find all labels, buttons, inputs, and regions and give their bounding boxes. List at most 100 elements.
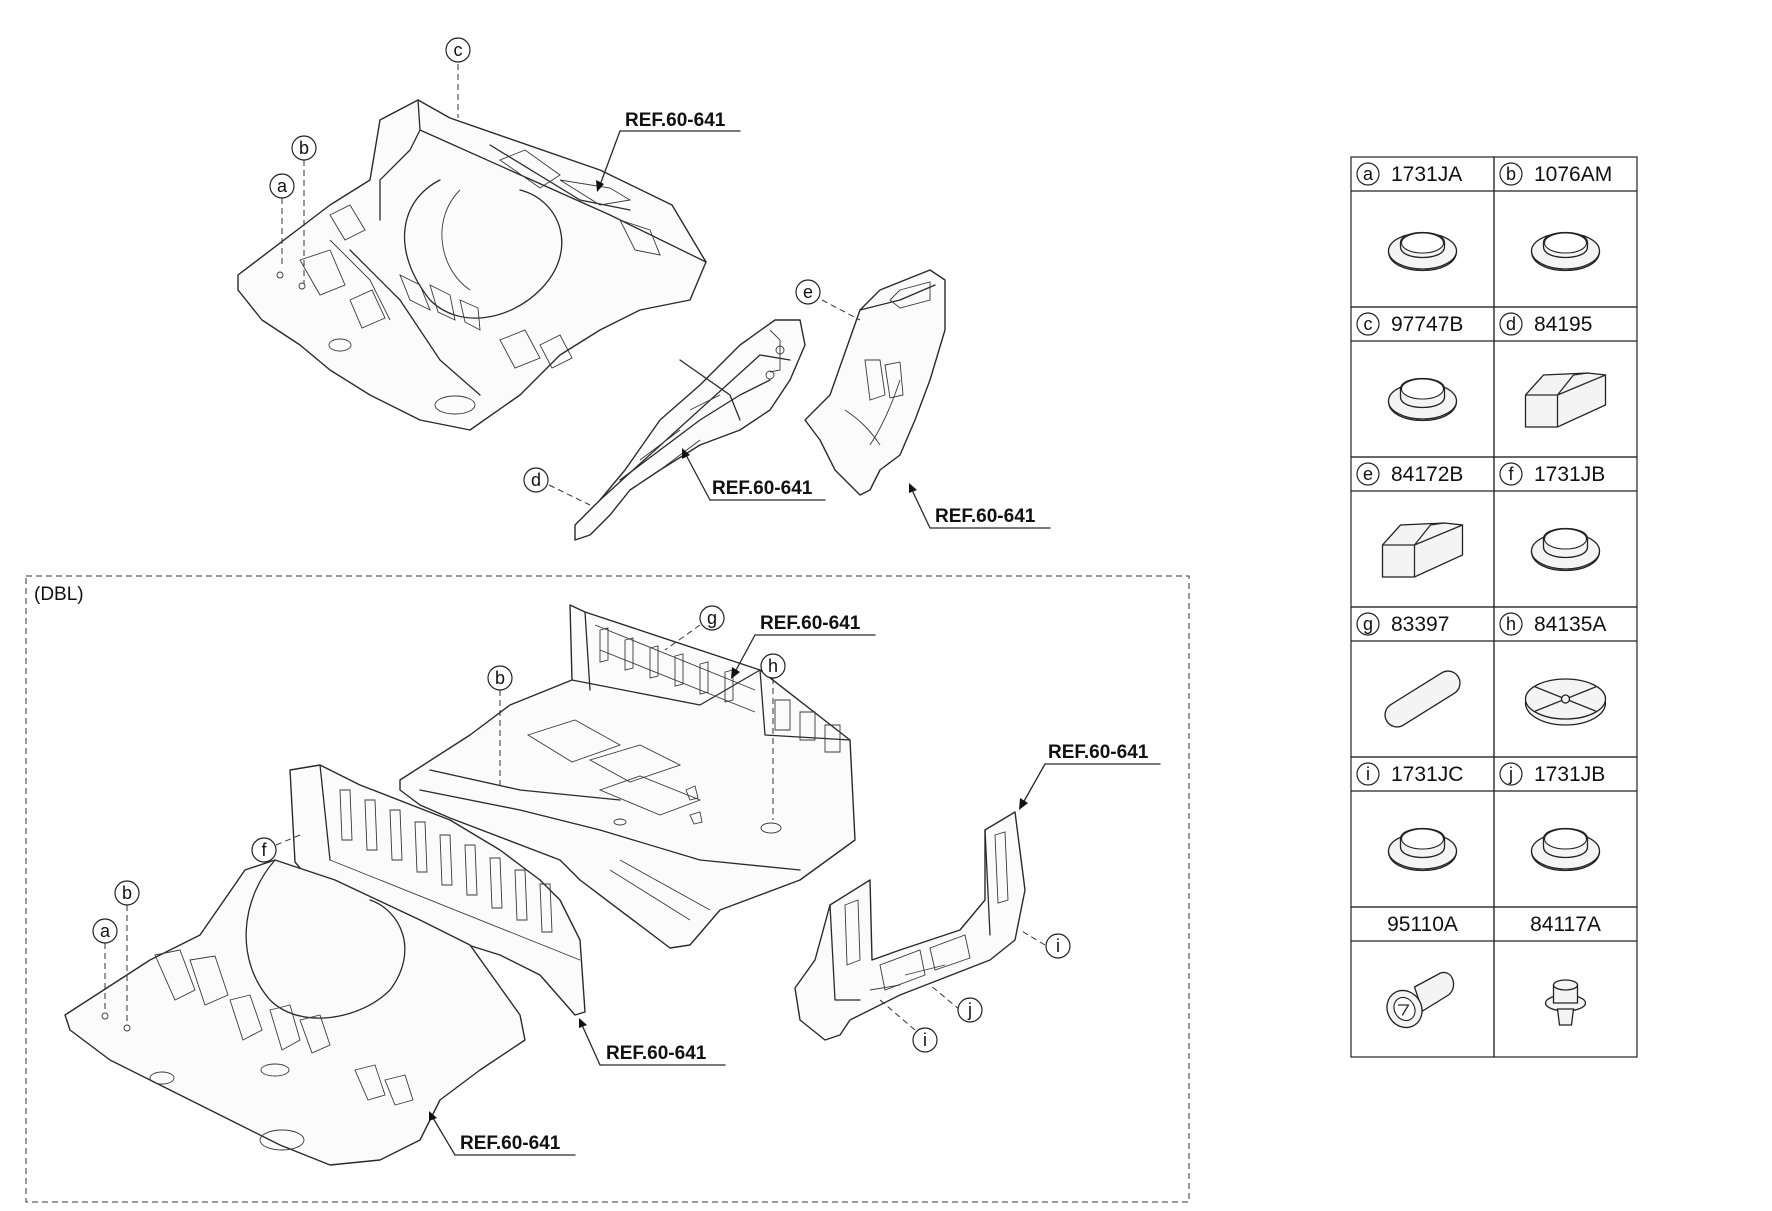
svg-text:a: a — [277, 176, 288, 196]
grommet-flanged-icon — [1530, 231, 1601, 271]
dbl-bed-floor-panel — [399, 604, 856, 949]
small-clip-icon — [1544, 979, 1587, 1026]
ref-label-top-2: REF.60-641 — [712, 478, 813, 499]
rear-quarter-inner-panel — [804, 269, 946, 496]
grommet-deep-icon — [1530, 827, 1601, 871]
callout-h-dbl: h — [760, 653, 786, 679]
top-floor-pan-assembly — [237, 99, 707, 431]
svg-text:f: f — [261, 840, 267, 860]
part-letter: j — [1508, 764, 1513, 784]
callout-b-dbl-front: b — [114, 880, 140, 906]
part-letter: g — [1363, 614, 1373, 634]
parts-table-cell: 84117A — [1493, 906, 1638, 1058]
parts-table-cell: h 84135A — [1493, 606, 1638, 758]
part-letter: h — [1506, 614, 1516, 634]
svg-text:b: b — [495, 668, 505, 688]
svg-text:i: i — [1056, 936, 1060, 956]
part-number: 1731JC — [1391, 763, 1463, 786]
part-letter-badge — [1499, 612, 1523, 636]
ref-label-dbl-1: REF.60-641 — [760, 613, 861, 634]
callout-e-top: e — [795, 279, 821, 305]
svg-text:a: a — [100, 921, 111, 941]
svg-text:g: g — [707, 608, 717, 628]
part-letter: f — [1508, 464, 1514, 484]
callout-a-dbl: a — [92, 918, 118, 944]
ref-label-dbl-3: REF.60-641 — [606, 1043, 707, 1064]
parts-table-cell: i 1731JC — [1350, 756, 1495, 908]
parts-table-cell: e 84172B — [1350, 456, 1495, 608]
parts-table-cell: b 1076AM — [1493, 156, 1638, 308]
part-number: 1076AM — [1534, 163, 1612, 186]
part-number: 84172B — [1391, 463, 1463, 486]
foam-block-icon — [1524, 372, 1607, 428]
part-letter-badge — [1356, 612, 1380, 636]
svg-text:c: c — [454, 40, 463, 60]
svg-text:d: d — [531, 470, 541, 490]
part-number: 84135A — [1534, 613, 1606, 636]
part-letter: b — [1506, 164, 1516, 184]
grommet-flanged-icon — [1387, 231, 1458, 271]
top-leaders — [281, 64, 1051, 529]
callout-i-dbl-bottom: i — [912, 1027, 938, 1053]
oval-plug-icon — [1384, 670, 1461, 728]
svg-text:b: b — [299, 138, 309, 158]
part-letter-badge — [1499, 312, 1523, 336]
dbl-front-floor-pan — [64, 859, 526, 1166]
dbl-leaders — [104, 624, 1161, 1156]
parts-table: a 1731JA b 1076AM c 97747B d 84195 e 84172B f 1731J… — [1350, 156, 1638, 1058]
foam-block-icon — [1381, 522, 1464, 578]
side-member-assembly — [574, 319, 806, 541]
push-clip-icon — [1386, 971, 1455, 1029]
callout-g-dbl: g — [699, 605, 725, 631]
dbl-label: (DBL) — [34, 584, 84, 605]
dbl-section-border — [25, 575, 1190, 1203]
parts-table-cell: a 1731JA — [1350, 156, 1495, 308]
grommet-deep-icon — [1530, 527, 1601, 571]
svg-text:i: i — [923, 1030, 927, 1050]
svg-text:b: b — [122, 883, 132, 903]
parts-table-cell: 95110A — [1350, 906, 1495, 1058]
cross-plug-icon — [1524, 678, 1607, 726]
grommet-deep-icon — [1387, 827, 1458, 871]
parts-table-cell: d 84195 — [1493, 306, 1638, 458]
part-letter: d — [1506, 314, 1516, 334]
part-number: 1731JA — [1391, 163, 1462, 186]
svg-text:e: e — [803, 282, 813, 302]
parts-table-cell: f 1731JB — [1493, 456, 1638, 608]
callout-b-top: b — [291, 135, 317, 161]
ref-label-top-1: REF.60-641 — [625, 110, 726, 131]
part-letter-badge — [1499, 462, 1523, 486]
parts-table-cell: j 1731JB — [1493, 756, 1638, 908]
part-letter-badge — [1356, 312, 1380, 336]
parts-table-cell: g 83397 — [1350, 606, 1495, 758]
part-letter-badge — [1356, 462, 1380, 486]
part-letter-badge — [1356, 162, 1380, 186]
part-letter-badge — [1499, 162, 1523, 186]
ref-label-top-3: REF.60-641 — [935, 506, 1036, 527]
svg-text:j: j — [967, 1000, 972, 1020]
part-number: 84195 — [1534, 313, 1592, 336]
part-letter: e — [1363, 464, 1373, 484]
ref-label-dbl-4: REF.60-641 — [460, 1133, 561, 1154]
ref-label-dbl-2: REF.60-641 — [1048, 742, 1149, 763]
callout-f-dbl: f — [251, 837, 277, 863]
callout-a-top: a — [269, 173, 295, 199]
part-number: 1731JB — [1534, 463, 1605, 486]
part-number: 1731JB — [1534, 763, 1605, 786]
part-number: 84117A — [1530, 913, 1601, 936]
callout-i-dbl-right: i — [1045, 933, 1071, 959]
grommet-deep-icon — [1387, 377, 1458, 421]
part-letter: a — [1363, 164, 1374, 184]
part-number: 95110A — [1387, 913, 1458, 936]
part-letter-badge — [1499, 762, 1523, 786]
part-letter: i — [1366, 764, 1370, 784]
part-letter-badge — [1356, 762, 1380, 786]
parts-table-cell: c 97747B — [1350, 306, 1495, 458]
dbl-rear-inner-panel — [794, 811, 1026, 1041]
part-number: 83397 — [1391, 613, 1449, 636]
callout-b-dbl-bed: b — [487, 665, 513, 691]
callout-d-top: d — [523, 467, 549, 493]
part-number: 97747B — [1391, 313, 1463, 336]
part-letter: c — [1364, 314, 1373, 334]
